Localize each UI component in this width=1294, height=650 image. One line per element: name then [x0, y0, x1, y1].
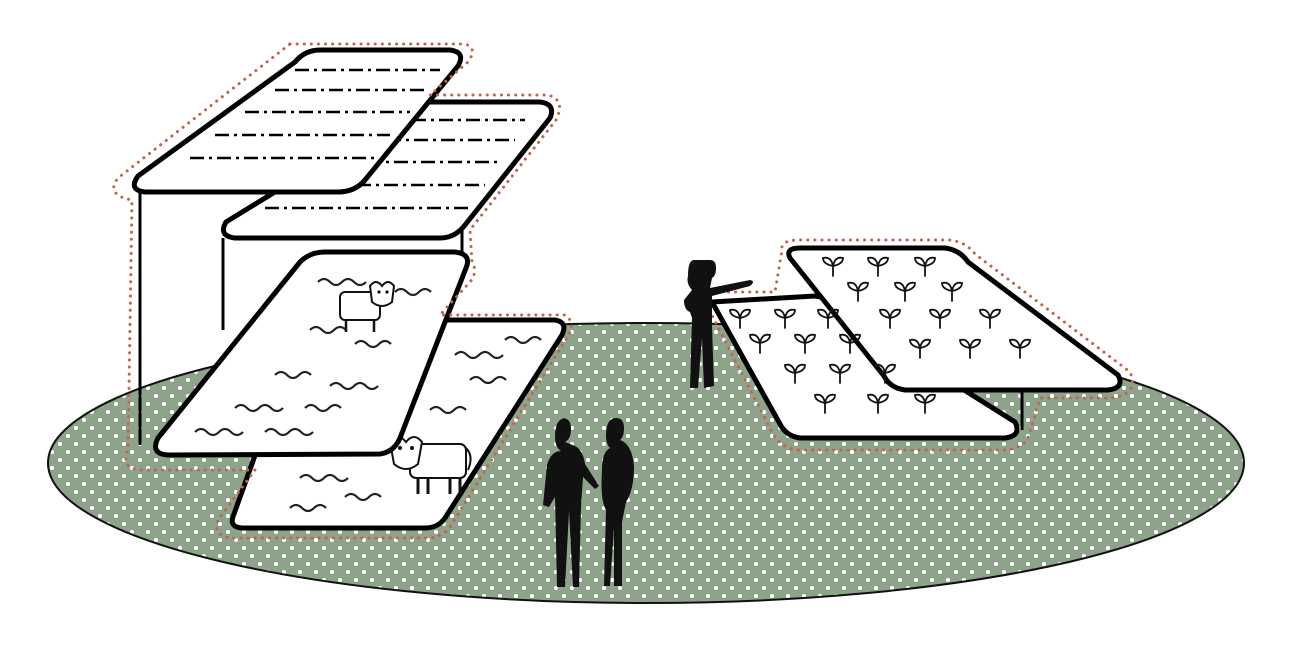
sprout-icon — [774, 308, 796, 329]
wave-pattern — [194, 277, 432, 437]
sprout-icon — [817, 308, 839, 329]
sprout-icon — [829, 363, 851, 384]
sprout-icon — [929, 308, 951, 329]
sprout-icon — [879, 308, 901, 329]
sprout-icon — [959, 338, 981, 359]
person-silhouette-icon — [601, 418, 634, 586]
sprout-icon — [839, 333, 861, 354]
cow-icon — [339, 281, 396, 332]
sprout-icon — [847, 281, 869, 302]
sprout-pattern — [729, 256, 1031, 414]
solar-line-pattern — [190, 68, 440, 160]
person-silhouette-icon — [543, 418, 599, 587]
crop-panel-upper — [786, 245, 1123, 393]
solar-panel-front — [131, 47, 464, 195]
sprout-icon — [822, 256, 844, 277]
sprout-icon — [749, 333, 771, 354]
sprout-icon — [894, 281, 916, 302]
sprout-icon — [941, 281, 963, 302]
sprout-icon — [784, 363, 806, 384]
right-structure — [697, 238, 1134, 452]
sprout-icon — [909, 338, 931, 359]
sprout-icon — [867, 393, 889, 414]
solar-line-pattern — [265, 118, 525, 210]
pasture-panel-upper — [153, 249, 471, 458]
system-boundary-outline — [112, 42, 573, 540]
sprout-icon — [867, 256, 889, 277]
sprout-icon — [979, 308, 1001, 329]
wave-pattern — [289, 335, 542, 513]
system-boundary-outline — [697, 238, 1134, 452]
sprout-icon — [874, 363, 896, 384]
person-silhouette-icon — [684, 260, 753, 388]
sprout-icon — [1009, 338, 1031, 359]
sprout-icon — [794, 333, 816, 354]
left-structure — [112, 42, 573, 540]
sprout-icon — [729, 308, 751, 329]
sprout-icon — [914, 393, 936, 414]
sprout-icon — [914, 256, 936, 277]
sprout-icon — [814, 393, 836, 414]
